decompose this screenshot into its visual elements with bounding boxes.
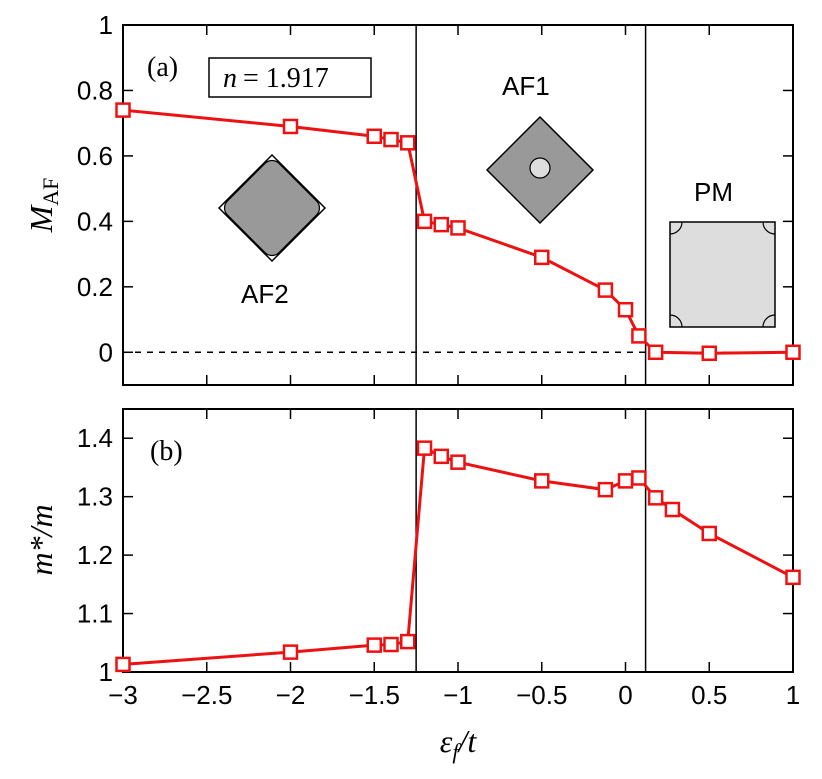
- data-point: [282, 118, 299, 135]
- y-tick-label: 1.1: [77, 599, 113, 629]
- data-point: [534, 473, 550, 489]
- y-tick-label: 0.6: [77, 141, 113, 171]
- x-tick-label: −3: [108, 680, 138, 710]
- x-tick-label: −0.5: [516, 680, 567, 710]
- data-point: [400, 135, 416, 151]
- x-tick-label: 0: [618, 680, 632, 710]
- y-tick-label: 0.2: [77, 272, 113, 302]
- panel-a-phase-boundaries: [415, 25, 647, 385]
- data-point: [282, 644, 299, 660]
- data-point: [383, 636, 399, 653]
- data-point: [433, 448, 449, 465]
- series-line: [122, 445, 794, 666]
- panel-a-y-axis-title: MAF: [23, 178, 63, 234]
- filling-annotation: n= 1.917: [208, 57, 372, 98]
- y-tick-label: 0.4: [77, 206, 113, 236]
- region-label-pm: PM: [694, 177, 733, 207]
- y-tick-label: 0.8: [77, 75, 113, 105]
- panel-a-ticks: 0 0.2 0.4 0.6 0.8 1: [77, 10, 794, 385]
- y-tick-label: 1.3: [77, 482, 113, 512]
- panel-b-phase-boundaries: [415, 409, 647, 672]
- panel-b-label: (b): [150, 436, 183, 467]
- data-point: [647, 344, 664, 361]
- x-axis-title: εf/t: [440, 723, 478, 764]
- data-point: [383, 131, 399, 148]
- x-tick-label: 0.5: [691, 680, 727, 710]
- x-tick-label: −2.5: [181, 680, 232, 710]
- data-point: [631, 328, 647, 344]
- data-point: [664, 501, 681, 518]
- data-point: [785, 569, 801, 586]
- y-tick-label: 1: [99, 10, 113, 40]
- data-point: [416, 440, 433, 456]
- data-point: [433, 216, 449, 233]
- data-point: [785, 344, 801, 361]
- data-point: [617, 473, 634, 489]
- y-tick-label: 1.4: [77, 423, 113, 453]
- panel-b-ticks: 1 1.1 1.2 1.3 1.4 −3 −2.5 −2 −1.5 −1 −0.5 0 0.5 1: [77, 409, 800, 710]
- data-point: [597, 481, 614, 498]
- data-point: [400, 633, 416, 650]
- y-tick-label: 1.2: [77, 540, 113, 570]
- pm-square-icon: [669, 221, 776, 328]
- x-tick-label: −2: [276, 680, 306, 710]
- region-label-af2: AF2: [241, 279, 289, 309]
- panel-b-series: [115, 440, 801, 673]
- data-point: [450, 454, 466, 470]
- panel-a-label: (a): [147, 52, 178, 83]
- af2-diamond-icon: [217, 153, 327, 263]
- data-point: [631, 470, 647, 486]
- filling-annotation-text: n= 1.917: [223, 63, 329, 94]
- data-point: [534, 249, 550, 266]
- data-point: [366, 128, 382, 145]
- panel-b-y-axis-title: m*/m: [23, 504, 59, 575]
- af1-diamond-icon: [485, 115, 595, 225]
- data-point: [701, 525, 717, 542]
- y-tick-label: 1: [99, 657, 113, 687]
- data-point: [701, 345, 717, 362]
- data-point: [617, 301, 634, 318]
- x-tick-label: 1: [786, 680, 800, 710]
- x-tick-label: −1: [443, 680, 473, 710]
- panel-a-series: [115, 102, 801, 362]
- panel-b-frame: [122, 408, 794, 673]
- data-point: [115, 656, 131, 673]
- data-point: [366, 637, 382, 653]
- data-point: [115, 102, 131, 118]
- data-point: [450, 220, 466, 236]
- y-tick-label: 0: [99, 337, 113, 367]
- data-point: [416, 213, 433, 230]
- x-tick-label: −1.5: [349, 680, 400, 710]
- region-label-af1: AF1: [502, 71, 550, 101]
- data-point: [647, 490, 664, 506]
- data-point: [597, 282, 614, 298]
